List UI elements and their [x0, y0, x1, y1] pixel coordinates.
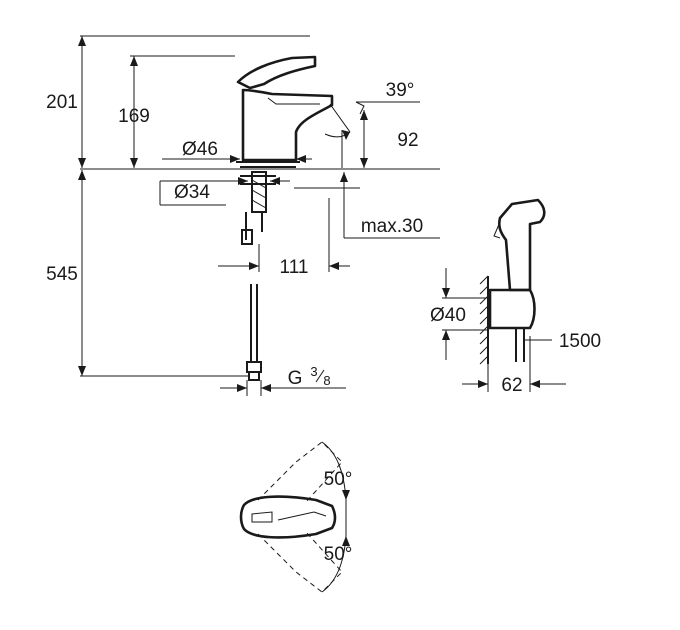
faucet-body	[241, 88, 334, 162]
dim-hose-length: 545	[46, 264, 78, 285]
dim-rotation-right: 50°	[324, 544, 353, 565]
dim-thread-numerator: 3	[310, 364, 317, 379]
spout-dimensions: 39° 92	[324, 80, 420, 168]
dim-shower-hose: 1500	[559, 331, 601, 352]
dim-projection: 111	[280, 257, 309, 278]
dim-total-height: 201	[46, 92, 78, 113]
shower-holder	[488, 288, 536, 330]
top-handle	[239, 495, 337, 539]
mounting-shank	[251, 171, 267, 213]
faucet-top-view: 50° 50°	[239, 441, 353, 593]
dim-thread-denominator: 8	[323, 373, 330, 388]
shower-head	[497, 198, 546, 292]
dim-holder-diameter: Ø40	[430, 305, 466, 326]
dim-holder-projection: 62	[501, 375, 522, 396]
faucet-side-view	[80, 55, 440, 381]
dim-rotation-left: 50°	[324, 469, 353, 490]
dim-handle-angle: 39°	[386, 80, 415, 101]
vertical-dimensions: 201 169 545	[46, 35, 310, 377]
thread-dimension: G 3 8	[220, 364, 346, 396]
faucet-handle	[236, 55, 317, 90]
dim-spout-height: 169	[118, 106, 150, 127]
dim-base-diameter: Ø46	[182, 139, 218, 160]
hand-shower-view: Ø40 1500 62	[430, 198, 601, 396]
dim-spout-clearance: 92	[397, 130, 418, 151]
dim-max-deck: max.30	[361, 216, 423, 237]
dim-thread: G	[288, 368, 303, 389]
deck-dimensions: max.30 111	[218, 172, 440, 278]
dim-hole-diameter: Ø34	[174, 182, 210, 203]
diameter-dimensions: Ø46 Ø34	[159, 139, 312, 206]
